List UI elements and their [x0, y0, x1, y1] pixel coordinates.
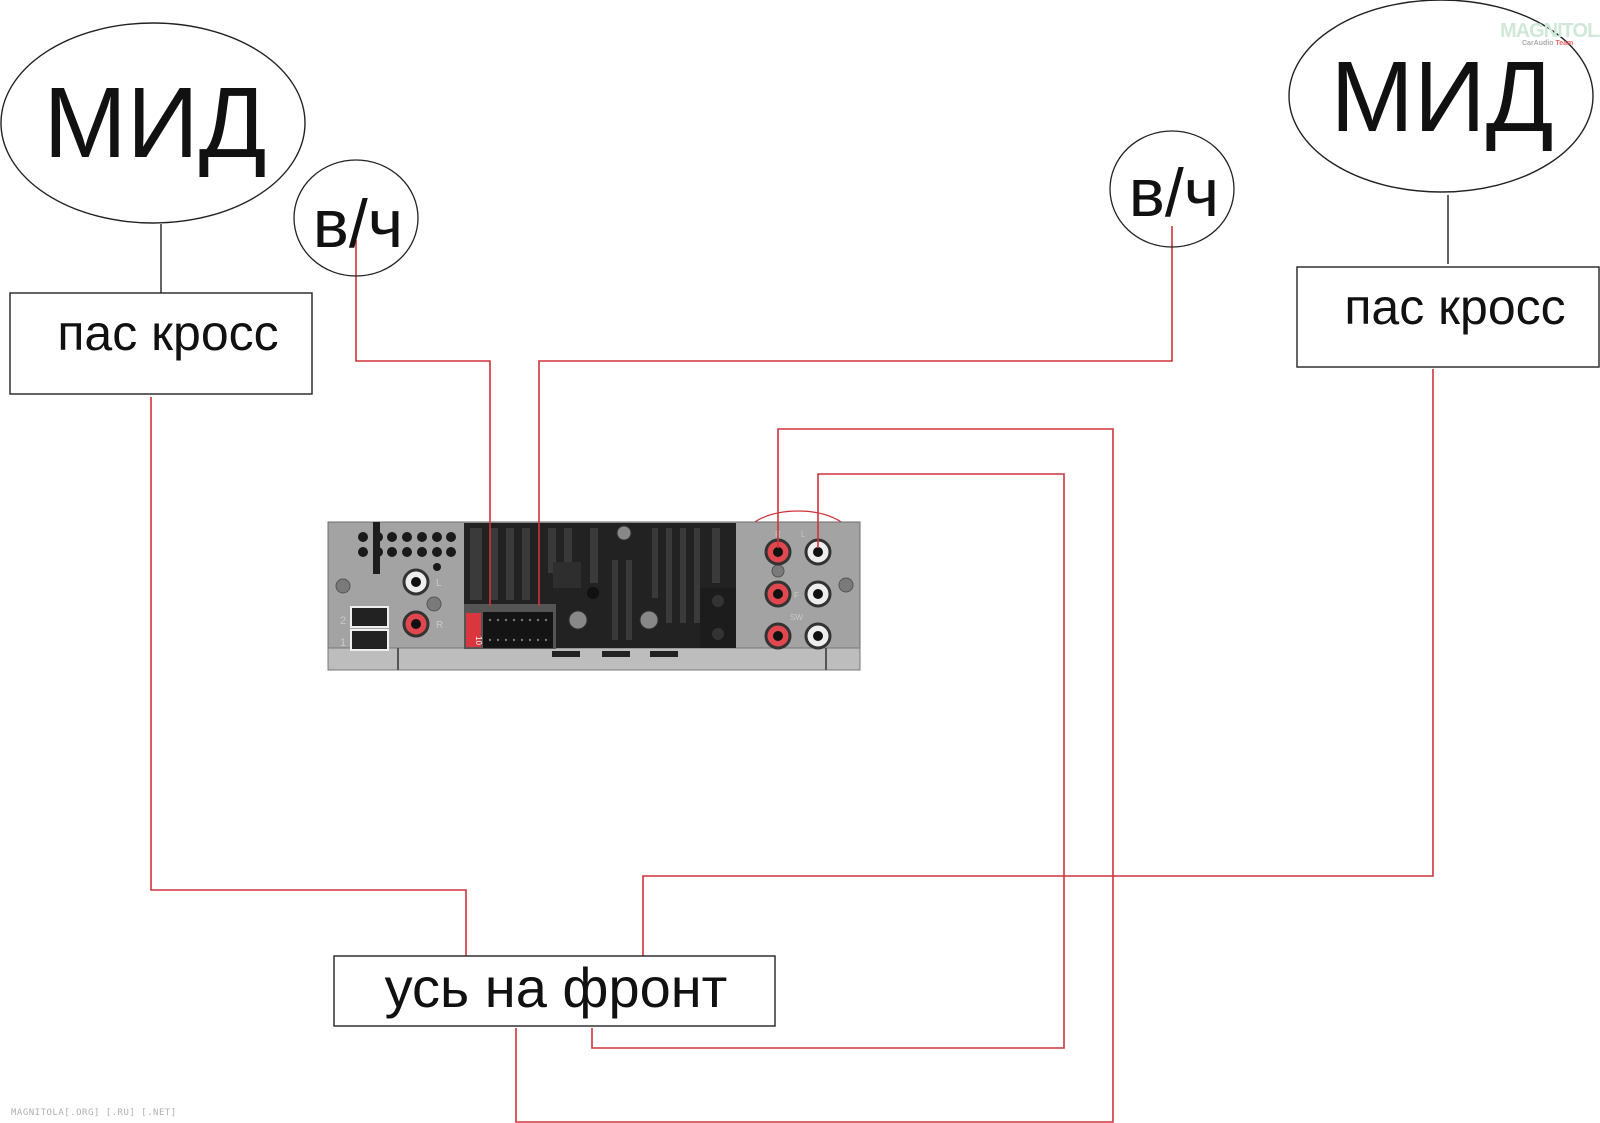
crossover-right-label: пас кросс: [1344, 279, 1565, 335]
amplifier-label: усь на фронт: [385, 956, 728, 1019]
aux-rca: L R: [402, 568, 443, 638]
wire-tweeter-right: [538, 226, 1173, 600]
crossover-right-box: [1296, 266, 1600, 368]
crossover-left-label: пас кросс: [57, 305, 278, 361]
screw-icon: [616, 525, 632, 541]
usb-port-1: [350, 629, 389, 651]
crossover-left-node: пас кросс: [9, 292, 313, 395]
antenna-cable: [373, 522, 380, 574]
wire-rca-l: [591, 473, 1065, 1049]
wire-crossover-left: [150, 397, 467, 956]
fuse-label: 10: [474, 636, 483, 645]
mid-right-label: МИД: [1331, 41, 1554, 153]
watermark-sub-accent: Team: [1555, 40, 1574, 47]
screw-icon: [639, 610, 659, 630]
rca-label-front: F: [794, 591, 799, 600]
tweeter-left-label: в/ч: [313, 186, 403, 262]
screw-icon: [335, 578, 351, 594]
usb-ports: 2 1: [340, 606, 389, 651]
mic-jack-block: [700, 588, 736, 648]
iso-connector: 10: [464, 604, 556, 649]
tweeter-left-shape: [293, 159, 419, 277]
aux-r-label: R: [436, 620, 443, 631]
tweeter-left-node: в/ч: [293, 159, 419, 277]
usb-port-2: [350, 606, 389, 628]
mid-left-label: МИД: [44, 67, 267, 179]
mid-right-node: МИД: [1288, 0, 1594, 193]
amplifier-box: [333, 955, 776, 1027]
watermark-site: MAGNITOLA[.ORG] [.RU] [.NET]: [11, 1108, 177, 1118]
watermark-logo: MAGNITOLA: [1500, 20, 1600, 42]
watermark-logo-sub: CarAudio Team: [1522, 40, 1573, 47]
wire-crossover-right: [642, 369, 1434, 956]
wires: [150, 226, 1434, 1123]
amplifier-node: усь на фронт: [333, 955, 776, 1027]
tweeter-right-shape: [1109, 130, 1235, 248]
head-unit: 2 1 L R: [327, 521, 861, 671]
rca-label-sub: SW: [790, 613, 803, 622]
screws: [335, 564, 854, 612]
rca-label-l: L: [801, 530, 806, 539]
crossover-right-node: пас кросс: [1296, 266, 1600, 368]
fuse: [466, 613, 481, 647]
mid-right-shape: [1288, 0, 1594, 193]
tweeter-right-label: в/ч: [1129, 155, 1219, 231]
usb-label-1: 1: [340, 637, 346, 649]
usb-label-2: 2: [340, 615, 346, 627]
screw-icon: [771, 564, 785, 578]
mid-left-node: МИД: [0, 22, 306, 224]
mid-left-shape: [0, 22, 306, 224]
iso-socket: [483, 612, 553, 648]
aux-l-label: L: [436, 578, 442, 589]
rca-outputs: R L F SW: [764, 530, 832, 650]
watermark-sub-text: CarAudio: [1522, 40, 1554, 47]
tweeter-right-node: в/ч: [1109, 130, 1235, 248]
screw-icon: [426, 596, 442, 612]
crossover-left-box: [9, 292, 313, 395]
wire-tweeter-left: [355, 240, 491, 600]
screw-icon: [838, 577, 854, 593]
wire-rca-r: [515, 428, 1114, 1123]
screw-icon: [568, 610, 588, 630]
